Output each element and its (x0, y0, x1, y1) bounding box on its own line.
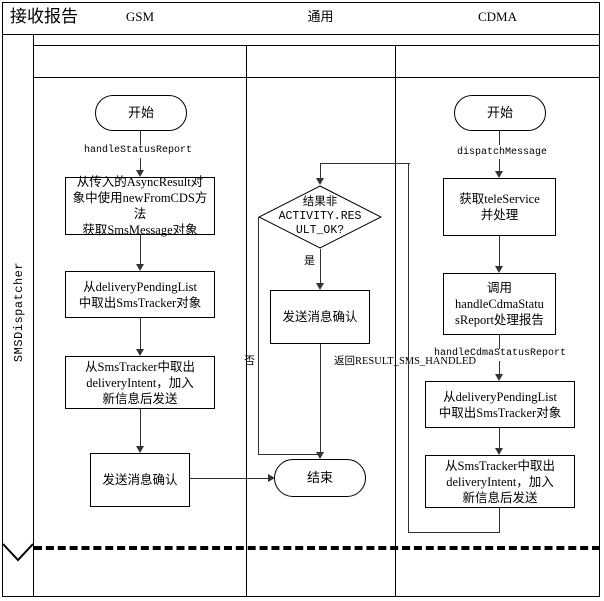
arrowhead-common-end-left (268, 474, 275, 482)
node-common-process-1-line-1: 发送消息确认 (282, 310, 358, 324)
edge-cdma-p2-to-p3-line-a (499, 335, 500, 349)
arrowhead-cdma-p1 (495, 171, 503, 178)
lane-dashed-separator (34, 546, 600, 550)
arrowhead-gsm-p3 (136, 349, 144, 356)
node-cdma-process-4-line-1: 从SmsTracker中取出 (445, 458, 555, 473)
node-cdma-start-label: 开始 (486, 105, 513, 120)
node-gsm-start[interactable]: 开始 (95, 95, 187, 131)
edge-cdma-p3-to-p4 (499, 428, 500, 451)
node-cdma-start[interactable]: 开始 (454, 95, 546, 131)
node-cdma-process-3-line-2: 中取出SmsTracker对象 (438, 405, 562, 420)
edge-gsm-start-to-p1-line-a (140, 131, 141, 145)
node-cdma-process-3[interactable]: 从deliveryPendingList 中取出SmsTracker对象 (425, 381, 575, 428)
edge-label-handle-status-report: handleStatusReport (84, 145, 193, 156)
arrowhead-cdma-p3 (495, 374, 503, 381)
node-cdma-process-2[interactable]: 调用 handleCdmaStatu sReport处理报告 (443, 273, 556, 335)
node-cdma-process-1[interactable]: 获取teleService 并处理 (443, 178, 556, 236)
arrowhead-gsm-p1 (136, 170, 144, 177)
node-gsm-process-3-line-3: 新信息后发送 (102, 391, 178, 406)
node-common-end[interactable]: 结束 (274, 459, 366, 497)
edge-cdma-feedback-to-decision (320, 163, 410, 164)
node-common-decision[interactable]: 结果非 ACTIVITY.RES ULT_OK? (258, 185, 382, 249)
node-cdma-process-2-line-1: 调用 (486, 281, 512, 295)
edge-common-p1-to-end (320, 344, 321, 455)
node-cdma-process-4[interactable]: 从SmsTracker中取出 deliveryIntent，加入 新信息后发送 (425, 455, 575, 508)
node-cdma-process-4-line-3: 新信息后发送 (462, 490, 538, 505)
edge-gsm-p2-to-p3 (140, 318, 141, 352)
swimlane-strip: SMSDispatcher (2, 35, 34, 597)
arrowhead-decision-top (316, 178, 324, 185)
node-gsm-process-1-line-2: 象中使用newFromCDS方法 (72, 191, 208, 221)
column-header-common: 通用 (307, 9, 334, 24)
node-gsm-process-1[interactable]: 从传入的AsyncResult对 象中使用newFromCDS方法 获取SmsM… (65, 175, 215, 237)
edge-decision-no-vertical (258, 217, 259, 455)
column-divider-2 (395, 45, 396, 597)
edge-gsm-p3-to-p4 (140, 409, 141, 449)
arrowhead-common-p1 (316, 283, 324, 290)
node-common-process-1[interactable]: 发送消息确认 (270, 290, 370, 344)
edge-cdma-p4-down (499, 508, 500, 533)
arrowhead-gsm-p4 (136, 446, 144, 453)
column-divider-1 (246, 45, 247, 597)
column-header-cdma: CDMA (477, 9, 517, 24)
node-gsm-process-2-line-1: 从deliveryPendingList (83, 279, 197, 294)
lane-chevron-icon (2, 543, 34, 562)
node-gsm-process-4-line-1: 发送消息确认 (102, 473, 178, 487)
edge-label-handle-cdma-status-report: handleCdmaStatusReport (434, 348, 567, 359)
column-header-gsm: GSM (125, 9, 155, 24)
decision-line-1: 结果非 (302, 196, 338, 209)
node-gsm-start-label: 开始 (127, 105, 154, 120)
node-cdma-process-3-line-1: 从deliveryPendingList (443, 389, 557, 404)
edge-cdma-start-to-p1-line-a (499, 131, 500, 145)
node-cdma-process-2-line-3: sReport处理报告 (455, 313, 544, 327)
node-cdma-process-2-line-2: handleCdmaStatu (455, 297, 544, 311)
node-cdma-process-1-line-1: 获取teleService (459, 192, 540, 206)
edge-cdma-start-to-p1-line-b (499, 159, 500, 173)
branch-label-yes: 是 (304, 255, 315, 267)
node-common-decision-text: 结果非 ACTIVITY.RES ULT_OK? (258, 185, 382, 249)
node-common-end-label: 结束 (306, 470, 333, 485)
decision-diamond-shape (258, 185, 382, 249)
arrowhead-cdma-p2 (495, 266, 503, 273)
node-cdma-process-4-line-2: deliveryIntent，加入 (446, 474, 554, 489)
edge-cdma-p2-to-p3-line-b (499, 361, 500, 377)
node-gsm-process-2[interactable]: 从deliveryPendingList 中取出SmsTracker对象 (65, 271, 215, 318)
node-cdma-process-1-line-2: 并处理 (480, 208, 519, 222)
arrowhead-cdma-p4 (495, 448, 503, 455)
decision-line-2: ACTIVITY.RES (278, 210, 362, 223)
edge-label-dispatch-message: dispatchMessage (457, 147, 548, 158)
decision-line-3: ULT_OK? (295, 224, 345, 237)
edge-cdma-to-decision-vertical (320, 163, 321, 182)
arrowhead-gsm-p2 (136, 264, 144, 271)
node-gsm-process-2-line-2: 中取出SmsTracker对象 (78, 295, 202, 310)
edge-decision-yes (320, 249, 321, 287)
arrowhead-common-end-top (316, 452, 324, 459)
node-gsm-process-4[interactable]: 发送消息确认 (90, 453, 190, 507)
edge-gsm-start-to-p1-line-b (140, 158, 141, 172)
edge-decision-no-horizontal (258, 454, 320, 455)
node-gsm-process-3-line-2: deliveryIntent，加入 (86, 375, 194, 390)
swimlane-label: SMSDispatcher (12, 261, 26, 363)
diagram-title-bar (2, 2, 600, 35)
edge-cdma-feedback-up (408, 163, 409, 533)
edge-label-return-result-sms-handled: 返回RESULT_SMS_HANDLED (334, 356, 476, 367)
edge-cdma-p4-left (408, 532, 500, 533)
node-gsm-process-1-line-1: 从传入的AsyncResult对 (76, 175, 204, 189)
page-title: 接收报告 (10, 7, 78, 26)
edge-gsm-p4-to-end (190, 478, 270, 479)
branch-label-no: 否 (244, 355, 255, 367)
edge-cdma-p1-to-p2 (499, 236, 500, 269)
column-header-row (34, 45, 600, 78)
node-gsm-process-1-line-3: 获取SmsMessage对象 (82, 223, 198, 237)
edge-gsm-p1-to-p2 (140, 235, 141, 267)
node-gsm-process-3[interactable]: 从SmsTracker中取出 deliveryIntent，加入 新信息后发送 (65, 356, 215, 409)
node-gsm-process-3-line-1: 从SmsTracker中取出 (85, 359, 195, 374)
